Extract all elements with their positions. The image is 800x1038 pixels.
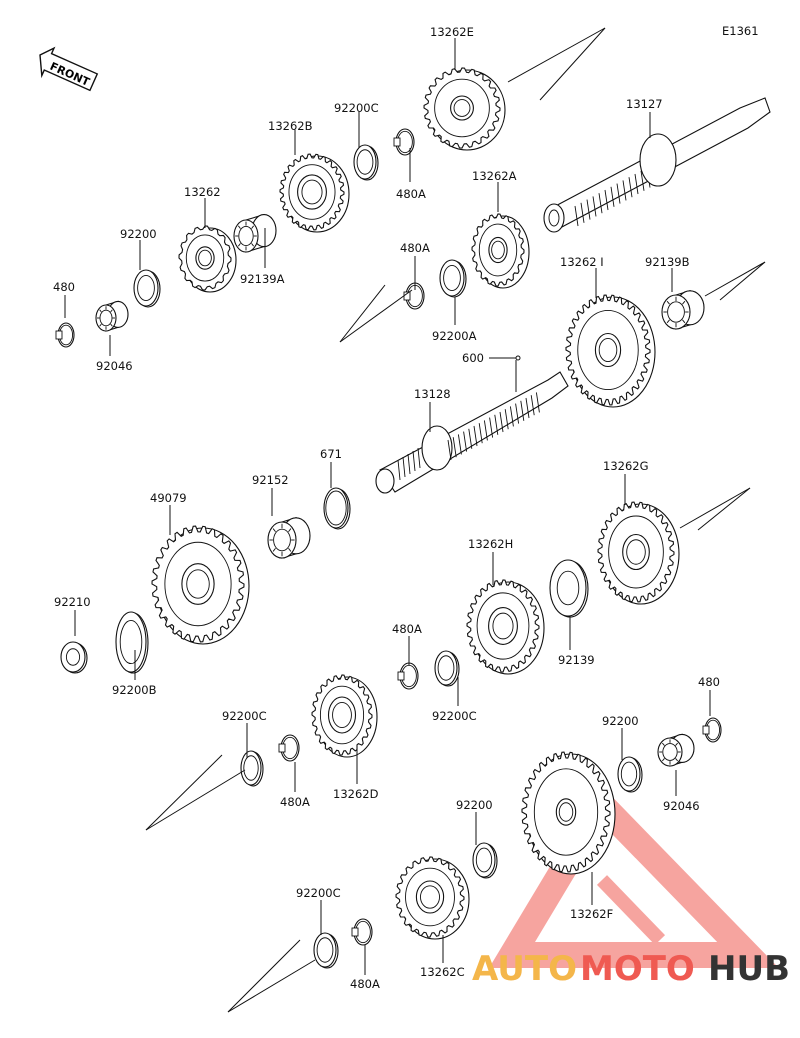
label-13262F: 13262F — [570, 907, 613, 921]
label-92139B: 92139B — [645, 255, 690, 269]
label-49079: 49079 — [150, 491, 187, 505]
washer-92200-right — [617, 756, 643, 793]
washer-92200B — [115, 611, 149, 674]
gear-13262C — [395, 856, 470, 940]
label-480: 480 — [53, 280, 75, 294]
gear-13262 — [178, 225, 237, 293]
label-13262D: 13262D — [333, 787, 379, 801]
circlip-480-right — [702, 717, 722, 743]
watermark-logo-icon — [489, 783, 779, 968]
gear-13262F — [521, 751, 616, 875]
label-92200: 92200 — [456, 798, 493, 812]
label-92139A: 92139A — [240, 272, 285, 286]
bearing-92046-left — [95, 300, 129, 332]
washer-92200 — [133, 269, 161, 308]
label-92200: 92200 — [602, 714, 639, 728]
bearing-92139A — [233, 213, 277, 253]
part-labels: 13262E 92200C 13262B 480A 13127 13262A 1… — [53, 25, 720, 991]
label-13262I: 13262 I — [560, 255, 604, 269]
circlip-480A-left — [278, 734, 300, 762]
label-13262B: 13262B — [268, 119, 313, 133]
circlip-480A-top — [393, 128, 415, 156]
label-92200C: 92200C — [432, 709, 477, 723]
label-92210: 92210 — [54, 595, 91, 609]
label-13262E: 13262E — [430, 25, 474, 39]
sprocket-49079 — [151, 525, 250, 645]
label-13262: 13262 — [184, 185, 221, 199]
label-92139: 92139 — [558, 653, 595, 667]
label-480A: 480A — [280, 795, 310, 809]
label-92200C: 92200C — [222, 709, 267, 723]
gear-13262H — [466, 579, 545, 675]
gear-13262E — [423, 67, 506, 151]
washer-92200C-low — [434, 650, 460, 687]
washer-92200-bottom — [472, 842, 498, 879]
front-arrow-icon: FRONT — [39, 46, 99, 92]
label-92046: 92046 — [96, 359, 133, 373]
label-92200A: 92200A — [432, 329, 477, 343]
label-13262C: 13262C — [420, 965, 465, 979]
circlip-480-left — [55, 322, 75, 348]
washer-92200C-bottom — [313, 932, 339, 969]
label-92200C: 92200C — [296, 886, 341, 900]
label-480A: 480A — [400, 241, 430, 255]
label-480A: 480A — [396, 187, 426, 201]
bearing-92152 — [267, 517, 311, 559]
label-13262A: 13262A — [472, 169, 517, 183]
label-92200C: 92200C — [334, 101, 379, 115]
watermark-hub: HUB — [708, 949, 790, 989]
output-shaft-13127 — [543, 97, 771, 233]
bearing-92046-right — [657, 733, 695, 767]
label-600: 600 — [462, 351, 484, 365]
label-92046: 92046 — [663, 799, 700, 813]
label-13128: 13128 — [414, 387, 451, 401]
label-480A: 480A — [392, 622, 422, 636]
washer-92200C-top — [353, 144, 379, 181]
gear-13262D — [311, 674, 378, 758]
circlip-671 — [323, 487, 351, 530]
leader-lines — [64, 27, 766, 1013]
label-13262H: 13262H — [468, 537, 513, 551]
washer-92200A — [439, 259, 467, 298]
gear-13262B — [279, 153, 350, 233]
label-671: 671 — [320, 447, 342, 461]
circlip-480A-mid — [403, 282, 425, 310]
label-13262G: 13262G — [603, 459, 649, 473]
gear-13262A — [471, 213, 530, 289]
gear-13262I — [565, 294, 656, 408]
washer-92200C-left — [240, 750, 264, 787]
circlip-480A-bottom — [351, 918, 373, 946]
label-92200B: 92200B — [112, 683, 157, 697]
label-92200: 92200 — [120, 227, 157, 241]
nut-92210 — [60, 641, 88, 674]
circlip-480A-low — [397, 662, 419, 690]
label-480: 480 — [698, 675, 720, 689]
input-shaft-13128 — [375, 371, 569, 494]
gear-13262G — [597, 501, 680, 605]
diagram-ref-code: E1361 — [722, 24, 759, 38]
bushing-92139 — [549, 559, 589, 618]
label-13127: 13127 — [626, 97, 663, 111]
bearing-92139B — [661, 290, 705, 330]
watermark-auto: AUTO — [472, 949, 577, 989]
watermark-moto: MOTO — [580, 949, 695, 989]
watermark-brand: AUTO MOTO HUB — [472, 949, 790, 989]
label-92152: 92152 — [252, 473, 289, 487]
label-480A: 480A — [350, 977, 380, 991]
